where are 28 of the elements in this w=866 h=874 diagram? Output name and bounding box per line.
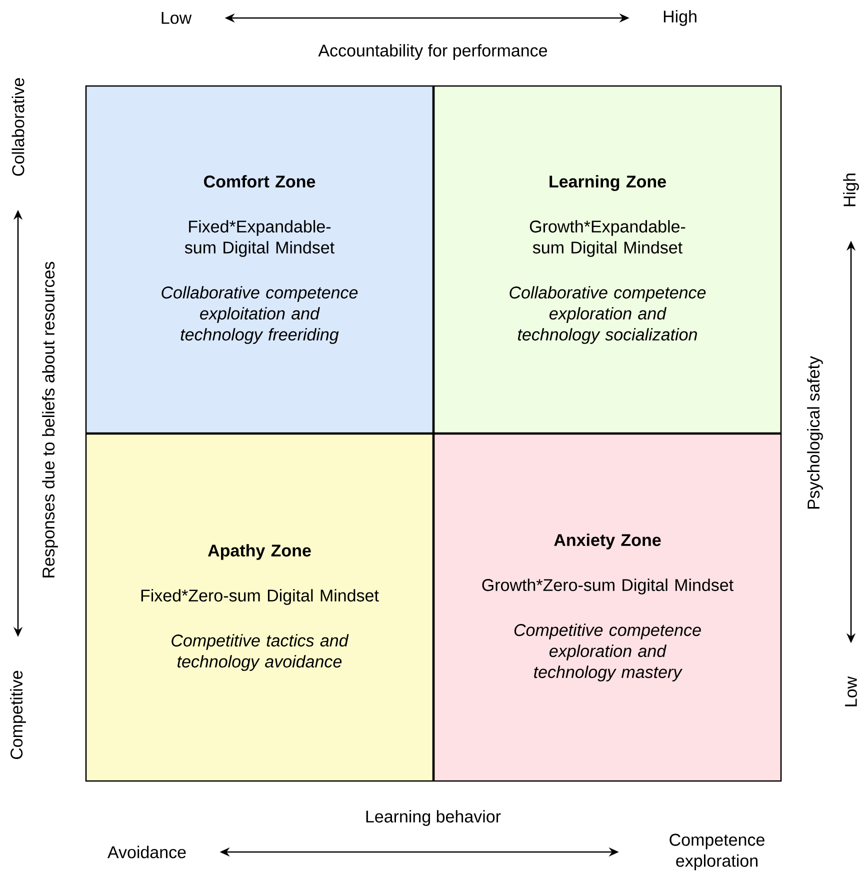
quadrant-box — [433, 85, 782, 434]
zone-title: Apathy Zone — [208, 544, 311, 560]
axis-end-label: Low — [162, 12, 192, 24]
mindset-text: Growth*Zero-sum Digital Mindset — [482, 578, 734, 594]
zone-title: Anxiety Zone — [554, 534, 661, 550]
axis-title: Accountability for performance — [318, 44, 548, 60]
behavior-text: Competitive tactics and technology avoidance — [172, 634, 349, 671]
axis-end-label: Competitive — [10, 670, 26, 760]
axis-title: Responses due to beliefs about resources — [42, 262, 58, 578]
zone-title: Learning Zone — [550, 175, 666, 191]
mindset-text: Fixed*Expandable-sum Digital Mindset — [184, 220, 334, 257]
axis-title: Learning behavior — [366, 810, 501, 826]
quadrant-box — [85, 85, 434, 434]
axis-title: Psychological safety — [807, 356, 823, 509]
axis-end-label: High — [664, 10, 696, 26]
quadrant-box — [85, 433, 434, 782]
behavior-text: Collaborative competence exploitation and technology freeriding — [162, 286, 358, 344]
zone-title: Comfort Zone — [204, 175, 316, 188]
axis-end-label: High — [843, 174, 859, 206]
behavior-text: Collaborative competence exploration and technology socialization — [510, 286, 706, 344]
quadrant-box — [433, 433, 782, 782]
behavior-text: Competitive competence exploration and technology mastery — [514, 624, 701, 682]
mindset-text: Fixed*Zero-sum Digital Mindset — [141, 589, 379, 605]
axis-end-label: Competence exploration — [670, 834, 764, 870]
axis-end-label: Collaborative — [12, 78, 24, 176]
axis-end-label: Low — [845, 676, 857, 706]
axis-end-label: Avoidance — [108, 846, 186, 858]
mindset-text: Growth*Expandable-sum Digital Mindset — [530, 220, 686, 257]
